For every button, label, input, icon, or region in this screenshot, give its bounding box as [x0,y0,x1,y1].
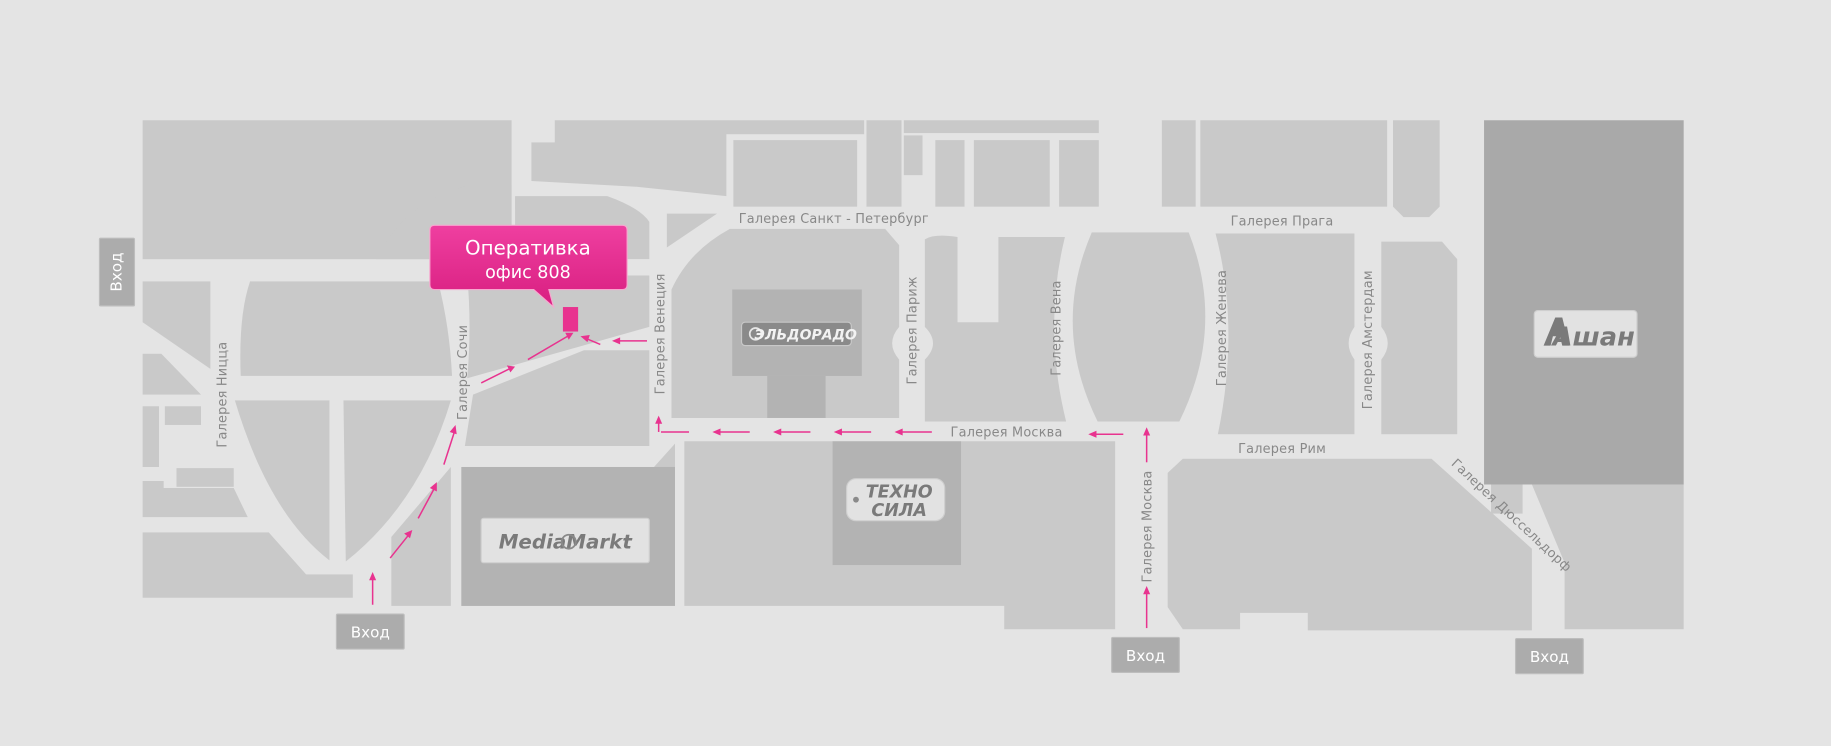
street-venice: Галерея Венеция [653,273,668,394]
route-arrow [580,335,601,346]
route-arrow [611,337,647,345]
entrance-bottom-left-label: Вход [351,623,390,641]
store-block [142,281,211,369]
store-block [1072,232,1206,422]
store-block [1531,484,1684,630]
mediamarkt-logo[interactable]: MediaMarkt [480,517,650,564]
store-block [973,140,1050,207]
store-block [903,120,1099,134]
store-block [733,140,858,207]
store-block [142,406,159,467]
street-moscow-vertical: Галерея Москва [1140,471,1155,583]
office-marker[interactable] [562,307,579,332]
store-block [467,275,650,379]
office-callout[interactable]: Оперативка офис 808 [429,224,628,332]
store-logos: ЭЛЬДОРАДО MediaMarkt ТЕХНО СИЛА Ашан [480,309,1638,564]
eldorado-emblem-icon [748,327,763,341]
store-block [234,400,330,561]
street-nice: Галерея Ницца [216,342,231,448]
store-block [142,532,353,598]
store-block [903,135,923,176]
store-block [1167,458,1532,631]
entrance-bottom-left-button[interactable]: Вход [335,613,405,650]
store-block [866,120,902,207]
eldorado-block [767,375,826,418]
tehnosila-label-bottom: СИЛА [871,501,927,521]
route-arrow [389,530,413,559]
route-arrow [480,365,516,384]
street-praga: Галерея Прага [1231,214,1334,229]
store-block [1059,140,1099,207]
store-block [1215,233,1355,435]
auchan-label: Ашан [1551,323,1635,353]
callout-subtitle: офис 808 [485,263,571,283]
north-row [531,120,1440,218]
west-wing [142,120,650,606]
store-block [142,353,202,395]
street-paris: Галерея Париж [906,276,921,384]
entrance-bottom-center-button[interactable]: Вход [1111,636,1180,674]
route-arrow [527,332,574,361]
street-rome: Галерея Рим [1238,442,1326,457]
entrance-left-button[interactable]: Вход [98,237,136,307]
store-block [1161,120,1196,207]
store-block [391,466,451,606]
store-block [1200,120,1388,207]
route-arrow [1088,430,1124,438]
street-vienna: Галерея Вена [1049,280,1064,375]
mediamarkt-label: MediaMarkt [499,531,634,554]
store-block [176,468,234,487]
callout-title: Оперативка [465,237,591,260]
route-arrow [894,428,932,436]
street-moscow-horizontal: Галерея Москва [951,426,1063,441]
street-st-petersburg: Галерея Санкт - Петербург [739,212,929,227]
store-block [666,213,718,248]
store-block [1491,484,1523,514]
street-amsterdam: Галерея Амстердам [1361,270,1376,409]
entrance-bottom-center-label: Вход [1126,647,1165,665]
auchan-block [1484,120,1684,485]
callout-bubble [429,224,628,309]
route-arrow [655,415,690,433]
route-arrow [369,572,377,605]
route-arrows [369,332,1151,629]
store-block [164,406,202,425]
street-geneva: Галерея Женева [1215,270,1230,386]
entrance-left-label: Вход [108,252,126,291]
route-arrow [1143,586,1151,629]
store-block [240,281,453,376]
route-arrow [833,428,872,436]
store-block [1392,120,1440,218]
store-block [531,120,865,197]
route-arrow [443,424,457,465]
store-block [924,235,1067,422]
entrance-bottom-right-label: Вход [1530,648,1569,666]
auchan-logo[interactable]: Ашан [1533,309,1638,358]
tehnosila-label-top: ТЕХНО [866,482,933,502]
street-sochi: Галерея Сочи [456,325,471,420]
auchan-bird-icon [1543,317,1570,346]
store-block [343,400,451,562]
store-block [142,480,248,518]
route-arrow [773,428,811,436]
tehnosila-tag-icon [853,496,859,503]
route-arrow [1143,427,1151,463]
eldorado-label: ЭЛЬДОРАДО [755,328,858,344]
store-block [464,350,650,446]
tehnosila-logo[interactable]: ТЕХНО СИЛА [846,478,946,522]
eldorado-logo[interactable]: ЭЛЬДОРАДО [740,321,858,347]
store-block [1381,241,1458,435]
store-block [935,140,965,207]
entrance-bottom-right-button[interactable]: Вход [1514,638,1584,675]
route-arrow [712,428,750,436]
entrances: Вход Вход Вход Вход [98,237,1584,675]
route-arrow [417,482,437,519]
mediamarkt-emblem-icon [560,533,577,550]
